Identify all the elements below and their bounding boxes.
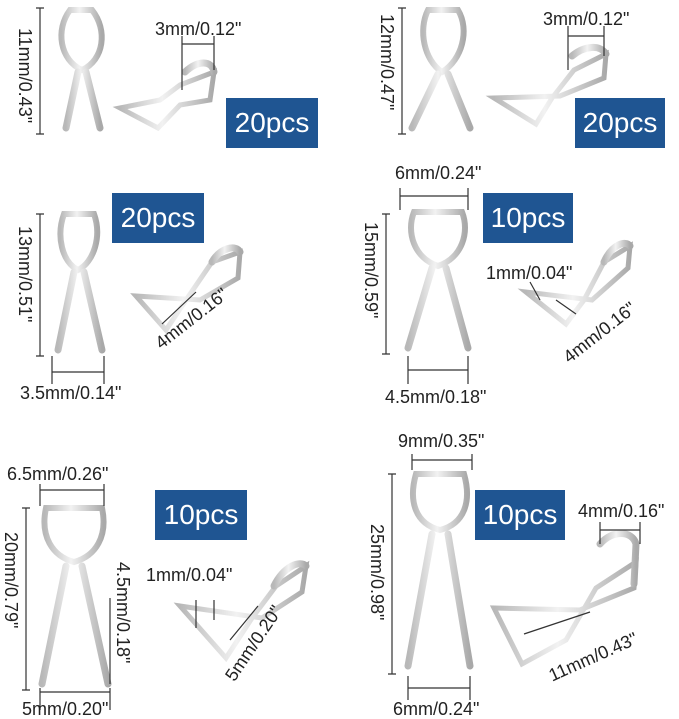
loop-width-label-6: 4mm/0.16" xyxy=(578,501,665,521)
bail-side-5 xyxy=(173,560,310,663)
top-width-label-5: 6.5mm/0.26" xyxy=(7,464,109,484)
dim-lines-1 xyxy=(36,7,215,135)
bail-front-2 xyxy=(408,7,474,134)
bail-front-5 xyxy=(38,505,112,688)
count-badge-5: 10pcs xyxy=(155,490,247,540)
height-label-6: 25mm/0.98" xyxy=(367,524,387,621)
height-label-1: 11mm/0.43" xyxy=(15,28,35,124)
bottom-width-label-5: 5mm/0.20" xyxy=(22,699,109,719)
bail-side-4 xyxy=(517,239,634,328)
bottom-width-label-4: 4.5mm/0.18" xyxy=(385,387,487,407)
dim-lines-6 xyxy=(388,454,641,700)
thickness-label-5: 1mm/0.04" xyxy=(146,565,233,585)
loop-width-label-2: 3mm/0.12" xyxy=(543,9,630,29)
height-label-4: 15mm/0.59" xyxy=(361,222,381,319)
top-width-label-4: 6mm/0.24" xyxy=(395,163,482,183)
count-badge-6: 10pcs xyxy=(475,490,565,540)
count-badge-2: 20pcs xyxy=(575,98,665,148)
count-badge-4: 10pcs xyxy=(483,193,573,243)
height-label-2: 12mm/0.47" xyxy=(377,14,397,111)
count-badge-1: 20pcs xyxy=(226,98,318,148)
bottom-width-label-3: 3.5mm/0.14" xyxy=(20,383,122,403)
count-badge-3: 20pcs xyxy=(112,193,204,243)
dim-lines-4 xyxy=(382,188,577,384)
loop-width-label-1: 3mm/0.12" xyxy=(155,19,242,39)
bail-front-6 xyxy=(404,471,474,672)
bail-side-6 xyxy=(489,530,640,668)
bottom-width-label-6: 6mm/0.24" xyxy=(393,699,480,719)
bail-side-3 xyxy=(130,244,244,335)
dim-lines-5 xyxy=(22,484,259,710)
bail-front-1 xyxy=(58,7,105,132)
pin-height-label-5: 4.5mm/0.18" xyxy=(113,562,133,664)
bail-front-3 xyxy=(50,211,106,354)
bail-side-1 xyxy=(112,59,218,132)
dim-lines-2 xyxy=(398,7,605,135)
bail-front-4 xyxy=(404,209,472,354)
height-label-3: 13mm/0.51" xyxy=(15,226,35,323)
thickness-label-4: 1mm/0.04" xyxy=(486,263,573,283)
top-width-label-6: 9mm/0.35" xyxy=(398,431,485,451)
dim-lines-3 xyxy=(36,213,197,384)
height-label-5: 20mm/0.79" xyxy=(1,532,21,629)
